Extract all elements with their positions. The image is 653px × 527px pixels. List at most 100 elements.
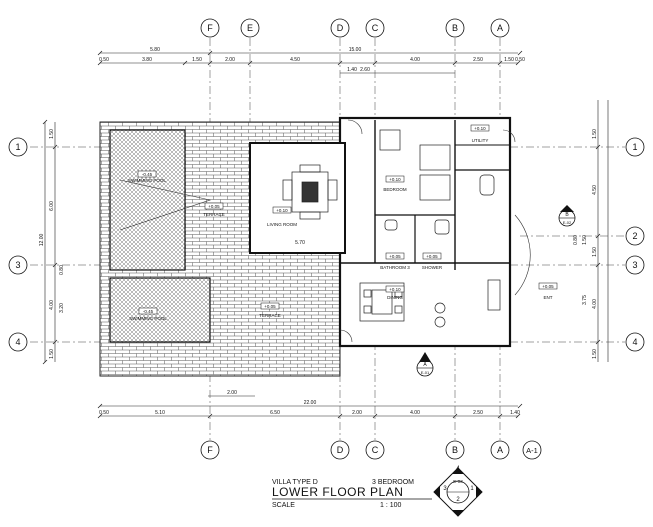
dim-bottom-5: 4.00 (410, 410, 420, 416)
grid-bottom-D: D (337, 445, 344, 455)
section-a-ref: A (423, 362, 427, 368)
dim-top-sub-2: 2.60 (360, 67, 370, 73)
grid-top-C: C (372, 23, 379, 33)
room-labels: SWIMMING POOL SWIMMING POOL TERRACE TERR… (128, 138, 553, 321)
dim-left-2: 6.00 (49, 201, 55, 211)
terrace-label-top: TERRACE (203, 212, 225, 217)
dim-right-3: 1.50 (592, 247, 598, 257)
dim-top-1: 3.80 (142, 57, 152, 63)
section-b-ref: B (565, 212, 569, 218)
level-living: +0.10 (276, 208, 288, 213)
dim-top-7: 1.50 (504, 57, 514, 63)
dim-left-3: 4.00 (49, 300, 55, 310)
dim-bottom-1: 0.50 (99, 410, 109, 416)
grid-labels: F E D C B A F D C B A A-1 1 3 4 1 2 3 4 (15, 23, 637, 455)
dim-bottom-4: 2.00 (352, 410, 362, 416)
pool-stairs (119, 179, 212, 231)
grid-top-F: F (207, 23, 213, 33)
grid-right-4: 4 (632, 337, 637, 347)
level-shower: +0.05 (426, 254, 438, 259)
grid-bottom-A1: A-1 (526, 446, 538, 455)
dim-right-1: 1.50 (592, 129, 598, 139)
dim-left-total: 12.00 (39, 234, 45, 247)
pool-top-label: SWIMMING POOL (128, 178, 166, 183)
dim-bottom-total: 22.00 (304, 400, 317, 406)
dim-bottom-6: 2.50 (473, 410, 483, 416)
dim-top-3: 2.00 (225, 57, 235, 63)
bedroom-count: 3 BEDROOM (372, 479, 414, 486)
pool-bottom-label: SWIMMING POOL (129, 316, 167, 321)
pool-bottom (109, 277, 211, 343)
living-room-label: LIVING ROOM (267, 222, 297, 227)
dim-right-sub-2: 1.50 (582, 235, 588, 245)
dim-top-total: 15.00 (349, 47, 362, 53)
grid-top-D: D (337, 23, 344, 33)
grid-bubbles (8, 18, 645, 460)
dim-right-sub-1: 0.80 (573, 235, 579, 245)
scale-value: 1 : 100 (380, 502, 402, 509)
dim-top-edge-left: 0.50 (99, 57, 109, 63)
dim-right-2: 4.50 (592, 185, 598, 195)
project-name: VILLA TYPE D (272, 479, 318, 486)
bedroom-label: BEDROOM (383, 187, 407, 192)
grid-left-3: 3 (15, 260, 20, 270)
key-bottom: 2 (456, 497, 460, 503)
level-dining: +0.10 (389, 287, 401, 292)
section-a-sheet: E-01 (421, 370, 430, 375)
key-sheet: E-03 (453, 479, 463, 484)
door-swings (339, 119, 531, 343)
grid-right-1: 1 (632, 142, 637, 152)
level-ent: +0.05 (542, 284, 554, 289)
dim-top-2: 1.50 (192, 57, 202, 63)
dim-bottom-mid: 2.00 (227, 390, 237, 396)
dim-bottom-7: 1.40 (510, 410, 520, 416)
pool-top (109, 129, 186, 271)
level-bathroom: +0.05 (389, 254, 401, 259)
dim-right-5: 4.00 (592, 299, 598, 309)
utility-label: UTILITY (472, 138, 489, 143)
key-top: 4 (456, 466, 460, 472)
level-terrace-top: +0.05 (208, 204, 220, 209)
dim-interior: 5.70 (295, 240, 305, 246)
dim-left-sub-1: 0.80 (59, 265, 65, 275)
grid-top-A: A (497, 23, 503, 33)
grid-bottom-B: B (452, 445, 458, 455)
level-bedroom: +0.10 (389, 177, 401, 182)
level-terrace-bottom: +0.05 (264, 304, 276, 309)
dimension-ticks (42, 50, 601, 419)
elevation-key-icon: 4 3 1 2 E-03 (433, 466, 483, 517)
dim-top-edge-right: 0.50 (515, 57, 525, 63)
grid-top-B: B (452, 23, 458, 33)
dim-left-sub-2: 3.20 (59, 303, 65, 313)
dim-top-4: 4.50 (290, 57, 300, 63)
title-block: VILLA TYPE D 3 BEDROOM LOWER FLOOR PLAN … (272, 479, 432, 509)
building-walls (249, 116, 512, 348)
dim-bottom-2: 5.10 (155, 410, 165, 416)
dim-top-sub-1: 1.40 (347, 67, 357, 73)
grid-left-4: 4 (15, 337, 20, 347)
terrace-label-bottom: TERRACE (259, 313, 281, 318)
shower-label: SHOWER (422, 265, 443, 270)
key-right: 1 (470, 486, 474, 492)
dim-top-left-span: 5.80 (150, 47, 160, 53)
grid-bottom-C: C (372, 445, 379, 455)
drawing-title: LOWER FLOOR PLAN (272, 485, 403, 499)
section-b-sheet: E-02 (563, 220, 572, 225)
dim-right-6: 1.50 (592, 349, 598, 359)
bathroom-label: BATHROOM 3 (380, 265, 410, 270)
dim-top-6: 2.50 (473, 57, 483, 63)
grid-right-3: 3 (632, 260, 637, 270)
dimension-text: 5.80 15.00 0.50 3.80 1.50 2.00 4.50 4.00… (99, 47, 525, 416)
key-left: 3 (443, 486, 447, 492)
grid-right-2: 2 (632, 231, 637, 241)
level-pool-bottom: -0.45 (143, 309, 154, 314)
scale-label: SCALE (272, 502, 295, 509)
level-tags: -0.45 -0.45 +0.05 +0.05 +0.10 +0.10 +0.0… (137, 124, 558, 315)
section-marker-a: A E-01 (416, 352, 434, 377)
dim-top-5: 4.00 (410, 57, 420, 63)
section-marker-b: B E-02 (558, 205, 576, 227)
dim-bottom-3: 6.50 (270, 410, 280, 416)
dim-left-4: 1.50 (49, 349, 55, 359)
dimension-text-vertical: 12.00 1.50 6.00 4.00 1.50 0.80 3.20 1.50… (39, 129, 598, 359)
grid-bottom-A: A (497, 445, 503, 455)
